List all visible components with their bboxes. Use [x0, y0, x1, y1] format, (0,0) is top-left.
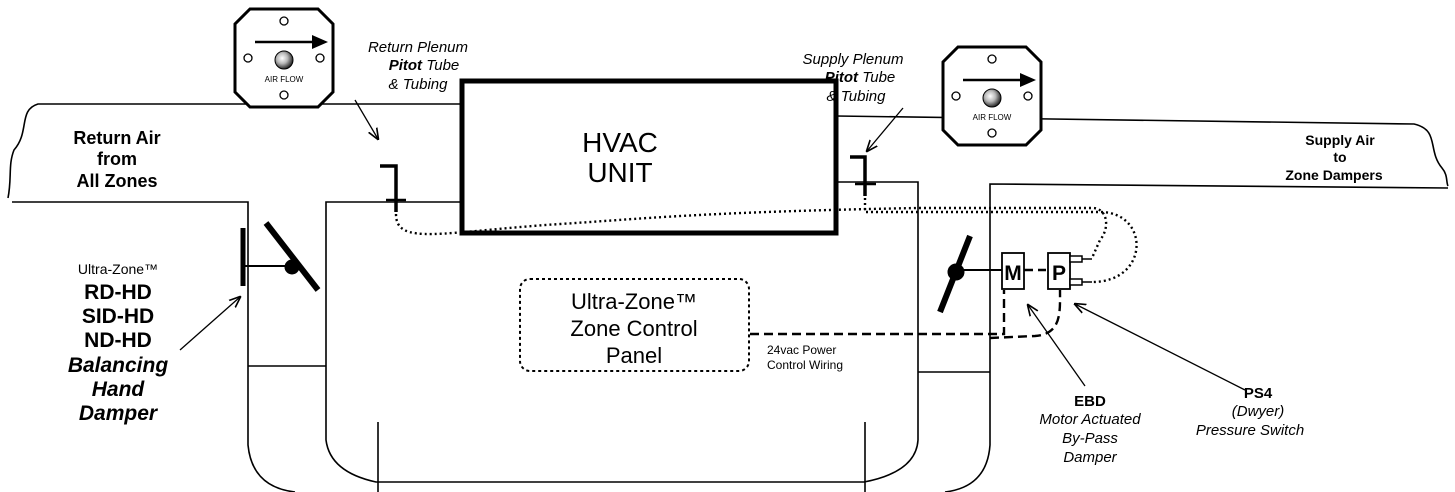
- return-air-line2: from: [97, 149, 137, 169]
- return-air-line3: All Zones: [76, 171, 157, 191]
- supply-plenum-line2: Pitot Tube: [825, 69, 896, 86]
- return-duct-left: [12, 201, 296, 492]
- return-plenum-pitot: Pitot: [389, 57, 423, 74]
- balancing-desc2: Hand: [92, 378, 146, 401]
- return-plenum-line1: Return Plenum: [368, 39, 468, 56]
- control-wiring: [750, 268, 1062, 340]
- bypass-damper: [937, 234, 1002, 314]
- arrow-right-icon: [312, 35, 328, 49]
- wiring-line1: 24vac Power: [767, 343, 836, 357]
- ebd-title: EBD: [1074, 393, 1106, 410]
- supply-plenum-tube: Tube: [858, 69, 895, 86]
- hvac-line1: HVAC: [582, 127, 658, 158]
- arrow-ebd: [1028, 305, 1086, 387]
- return-plenum-tube: Tube: [422, 57, 459, 74]
- ps4-title: PS4: [1244, 385, 1273, 402]
- pressure-ports: [1069, 255, 1092, 286]
- supply-duct-top: [835, 115, 1449, 187]
- return-tubing: [394, 206, 1108, 259]
- motor-box-label: M: [1004, 262, 1022, 285]
- arrow-return-pitot: [354, 99, 378, 139]
- pressure-switch-box: [1047, 252, 1071, 290]
- arrow-right-icon: [1020, 73, 1036, 87]
- wiring-line2: Control Wiring: [767, 358, 843, 372]
- pitot-tube-return: [380, 164, 406, 212]
- panel-line2: Zone Control: [570, 316, 697, 341]
- arrow-supply-pitot: [867, 107, 904, 151]
- ps4-line1: (Dwyer): [1232, 403, 1285, 420]
- knob-icon: [982, 88, 1002, 108]
- airflow-gauge-label: AIR FLOW: [265, 75, 304, 84]
- airflow-gauge-right: AIR FLOW: [941, 45, 1043, 147]
- return-plenum-line2: Pitot Tube: [389, 57, 460, 74]
- hvac-line2: UNIT: [587, 157, 652, 188]
- supply-plenum-pitot: Pitot: [825, 69, 859, 86]
- balancing-hand-damper: [240, 221, 321, 292]
- supply-air-line3: Zone Dampers: [1285, 167, 1382, 183]
- ebd-line1: Motor Actuated: [1039, 411, 1141, 428]
- airflow-gauge-label: AIR FLOW: [973, 113, 1012, 122]
- arrow-ps4: [1075, 304, 1246, 391]
- ps4-line2: Pressure Switch: [1196, 422, 1304, 439]
- hvac-unit-box: [459, 78, 839, 236]
- panel-line3: Panel: [606, 343, 662, 368]
- balancing-model2: SID-HD: [82, 305, 154, 328]
- pointer-arrows: [179, 99, 1246, 391]
- return-duct-top: [7, 103, 462, 199]
- supply-duct-bottom: [944, 183, 1449, 492]
- return-plenum-box: [325, 181, 919, 483]
- return-air-line1: Return Air: [73, 128, 160, 148]
- supply-air-line2: to: [1333, 149, 1346, 165]
- supply-tubing: [863, 198, 1138, 284]
- airflow-gauge-left: AIR FLOW: [233, 7, 335, 109]
- panel-line1: Ultra-Zone™: [571, 289, 697, 314]
- arrow-balancing: [179, 297, 240, 351]
- ebd-line2: By-Pass: [1062, 430, 1118, 447]
- ductwork: [7, 103, 1449, 492]
- balancing-desc3: Damper: [79, 402, 159, 425]
- supply-air-line1: Supply Air: [1305, 132, 1375, 148]
- balancing-brand: Ultra-Zone™: [78, 261, 158, 277]
- zone-control-panel: [519, 278, 750, 372]
- supply-plenum-line1: Supply Plenum: [803, 51, 904, 68]
- motor-box: [1001, 252, 1025, 290]
- balancing-model1: RD-HD: [84, 281, 152, 304]
- return-plenum-line3: & Tubing: [389, 76, 449, 93]
- ebd-line3: Damper: [1063, 449, 1117, 466]
- knob-icon: [274, 50, 294, 70]
- pitot-tubing: [394, 198, 1138, 284]
- supply-plenum-line3: & Tubing: [827, 88, 887, 105]
- pitot-tube-supply: [850, 155, 876, 196]
- pressure-switch-label: P: [1052, 262, 1066, 285]
- balancing-model3: ND-HD: [84, 329, 152, 352]
- balancing-desc1: Balancing: [68, 354, 169, 377]
